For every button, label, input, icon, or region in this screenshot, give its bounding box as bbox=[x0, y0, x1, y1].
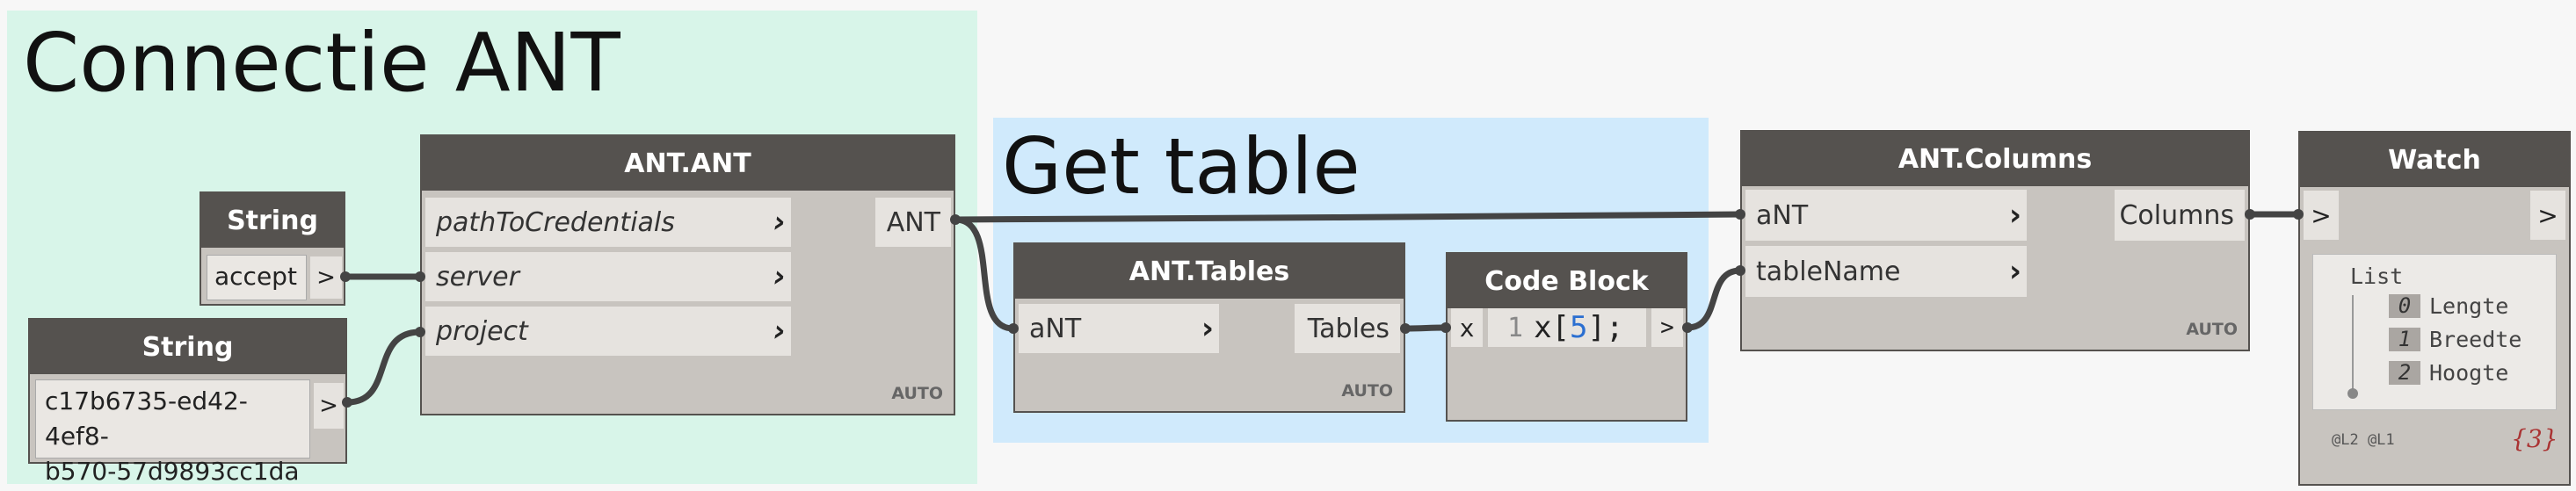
output-port-columns[interactable]: Columns bbox=[2115, 190, 2245, 241]
node-title: ANT.ANT bbox=[422, 136, 954, 191]
output-port[interactable]: > bbox=[2530, 191, 2565, 240]
input-port-ant[interactable]: aNT › bbox=[1745, 190, 2027, 241]
chevron-right-icon: › bbox=[773, 205, 786, 240]
output-port[interactable]: > bbox=[310, 256, 342, 299]
port-label: aNT bbox=[1756, 199, 1809, 231]
code-editor[interactable]: 1 x[5]; bbox=[1488, 308, 1646, 347]
list-count: {3} bbox=[2511, 424, 2558, 453]
string-node-accept[interactable]: String accept > bbox=[200, 191, 345, 306]
lacing-label: AUTO bbox=[891, 384, 943, 403]
string-value-input[interactable]: c17b6735-ed42-4ef8- b570-57d9893cc1da bbox=[35, 379, 310, 486]
ant-tables-node[interactable]: ANT.Tables aNT › Tables AUTO bbox=[1013, 242, 1405, 413]
chevron-right-icon: › bbox=[2008, 198, 2021, 233]
input-port-project[interactable]: project › bbox=[425, 307, 791, 356]
node-title: String bbox=[201, 193, 344, 248]
group-title: Connectie ANT bbox=[23, 16, 620, 110]
tree-node-icon bbox=[2347, 388, 2358, 399]
group-title: Get table bbox=[1002, 121, 1361, 212]
node-title: Watch bbox=[2300, 133, 2569, 187]
node-title: ANT.Tables bbox=[1015, 244, 1404, 299]
lacing-label: AUTO bbox=[2186, 320, 2238, 339]
node-title: String bbox=[30, 320, 345, 374]
chevron-right-icon: › bbox=[2008, 254, 2021, 289]
string-value-input[interactable]: accept bbox=[207, 255, 307, 300]
input-port-tablename[interactable]: tableName › bbox=[1745, 246, 2027, 297]
chevron-right-icon: › bbox=[773, 259, 786, 294]
code-text: x[5]; bbox=[1534, 310, 1624, 345]
string-value-line: b570-57d9893cc1da bbox=[45, 457, 300, 486]
port-label: pathToCredentials bbox=[436, 206, 675, 238]
ant-columns-node[interactable]: ANT.Columns aNT › tableName › Columns AU… bbox=[1740, 130, 2250, 351]
lacing-label: AUTO bbox=[1341, 381, 1393, 401]
node-title: ANT.Columns bbox=[1742, 132, 2248, 186]
port-label: aNT bbox=[1029, 313, 1082, 344]
input-port[interactable]: > bbox=[2304, 191, 2339, 240]
port-label: tableName bbox=[1756, 256, 1901, 287]
input-port-server[interactable]: server › bbox=[425, 252, 791, 301]
input-port-ant[interactable]: aNT › bbox=[1019, 304, 1219, 353]
input-port-pathtocredentials[interactable]: pathToCredentials › bbox=[425, 198, 791, 247]
code-block-node[interactable]: Code Block x 1 x[5]; > bbox=[1446, 252, 1687, 422]
chevron-right-icon: › bbox=[773, 314, 786, 349]
output-port-ant[interactable]: ANT bbox=[875, 198, 951, 247]
input-port-x[interactable]: x bbox=[1451, 308, 1483, 347]
port-label: server bbox=[436, 261, 519, 292]
node-title: Code Block bbox=[1448, 254, 1686, 308]
output-port-tables[interactable]: Tables bbox=[1295, 304, 1400, 353]
list-levels: @L2 @L1 bbox=[2332, 431, 2395, 449]
port-label: project bbox=[436, 315, 528, 347]
output-port[interactable]: > bbox=[314, 383, 344, 429]
string-node-project-id[interactable]: String c17b6735-ed42-4ef8- b570-57d9893c… bbox=[28, 318, 347, 486]
line-number: 1 bbox=[1507, 312, 1524, 343]
port-label: x bbox=[1459, 313, 1475, 343]
output-port[interactable]: > bbox=[1651, 308, 1683, 347]
tree-line bbox=[2352, 295, 2354, 392]
list-label: List bbox=[2350, 264, 2404, 289]
ant-ant-node[interactable]: ANT.ANT pathToCredentials › server › pro… bbox=[420, 134, 955, 415]
string-value-line: c17b6735-ed42-4ef8- bbox=[45, 386, 248, 451]
chevron-right-icon: › bbox=[1201, 311, 1214, 346]
